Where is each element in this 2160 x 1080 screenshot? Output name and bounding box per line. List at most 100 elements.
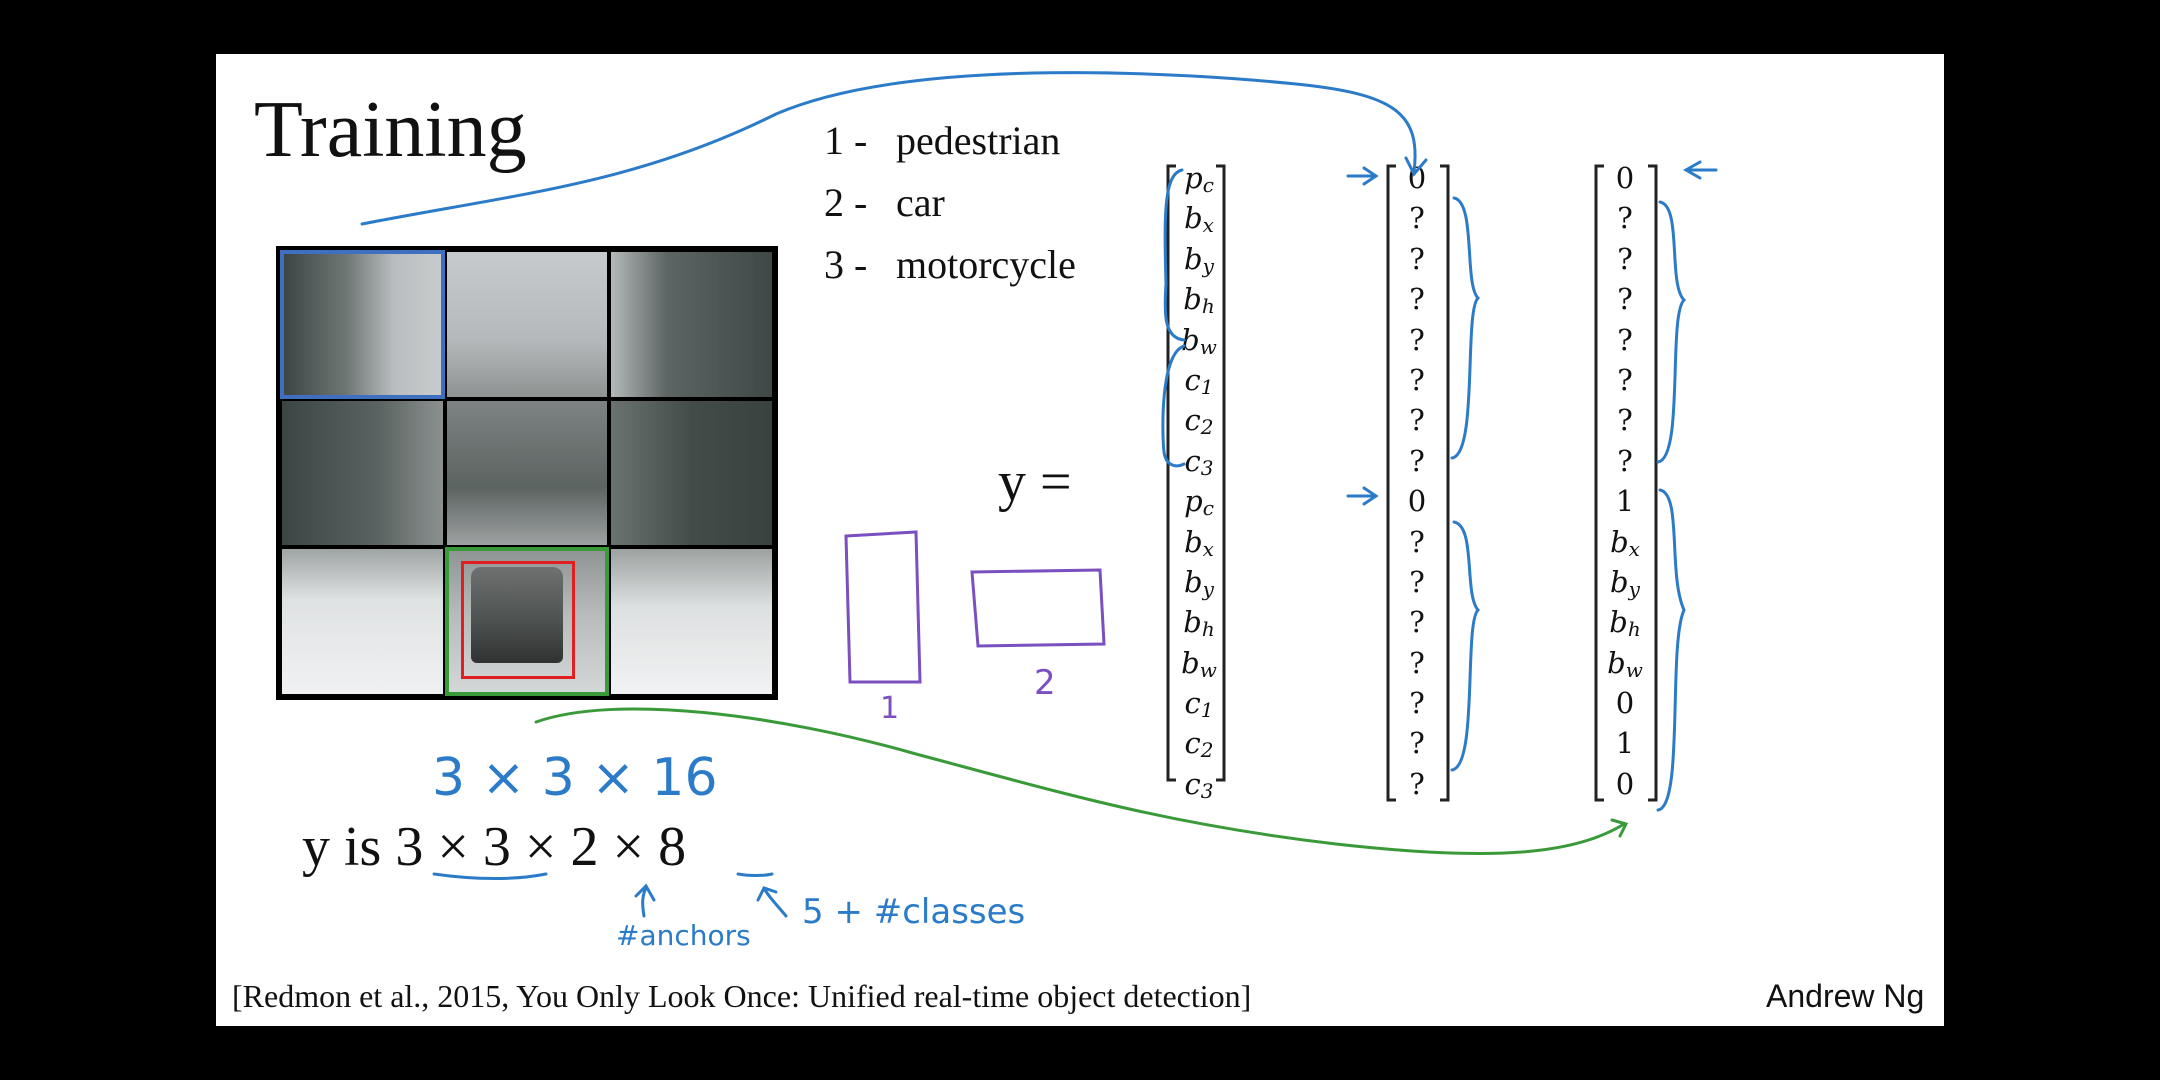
author: Andrew Ng <box>1766 978 1925 1014</box>
arrow-classes <box>756 886 788 918</box>
vector-entry: bh <box>1609 605 1641 642</box>
vector-entry: ? <box>1409 605 1425 640</box>
vector-entry: c1 <box>1184 686 1214 723</box>
bracket-left-def <box>1166 164 1176 782</box>
vector-entry: by <box>1184 564 1214 601</box>
green-ink <box>534 707 1629 855</box>
grid-cell-with-car <box>444 547 610 696</box>
class-item: 1 -pedestrian <box>824 118 1061 163</box>
arrow-pc-2 <box>1346 486 1379 506</box>
bracket-right-ex2 <box>1648 164 1658 802</box>
citation: [Redmon et al., 2015, You Only Look Once… <box>232 978 1252 1014</box>
grid-cell <box>609 250 774 399</box>
vector-entry: ? <box>1617 322 1633 357</box>
vector-entry: c3 <box>1184 443 1214 480</box>
brace-ex2-bottom <box>1656 488 1686 812</box>
output-shape: y is 3 × 3 × 2 × 8 <box>302 816 687 878</box>
bracket-left-ex2 <box>1594 164 1604 802</box>
arrow-title-to-vector <box>360 71 1417 226</box>
vector-entry: ? <box>1409 524 1425 559</box>
vector-entry: 0 <box>1407 484 1427 519</box>
brace-classes <box>1161 344 1186 468</box>
vector-entry: 0 <box>1615 686 1635 721</box>
vector-entry: bh <box>1183 605 1215 642</box>
vector-entry: ? <box>1409 241 1425 276</box>
vector-entry: bh <box>1183 282 1215 319</box>
vector-entry: ? <box>1409 645 1425 680</box>
vector-entry: c1 <box>1184 362 1214 399</box>
example-vector-1: 0???????0??????? <box>1390 158 1444 804</box>
car <box>470 567 563 664</box>
vector-entry: c2 <box>1184 726 1214 763</box>
class-list: 1 -pedestrian 2 -car 3 -motorcycle <box>824 110 1076 296</box>
vector-entry: c3 <box>1184 766 1214 803</box>
underline-8 <box>736 872 774 877</box>
anchor-boxes <box>844 530 1106 684</box>
vector-entry: ? <box>1409 362 1425 397</box>
arrow-car-to-vector <box>534 707 1626 855</box>
vector-entry: 1 <box>1615 726 1635 761</box>
vector-entry: ? <box>1617 362 1633 397</box>
grid-cell <box>609 398 774 548</box>
arrow-pc-1 <box>1346 166 1379 186</box>
vector-entry: c2 <box>1184 403 1214 440</box>
vector-entry: 0 <box>1615 766 1635 801</box>
vector-brackets <box>1166 164 1658 802</box>
road-image-grid <box>276 246 778 700</box>
handwritten-dims: 3 × 3 × 16 <box>432 748 718 808</box>
brace-ex1-top <box>1450 196 1481 460</box>
vector-entry: ? <box>1409 322 1425 357</box>
vector-entry: ? <box>1409 443 1425 478</box>
annotation-layer <box>360 71 1718 918</box>
vector-entry: ? <box>1409 686 1425 721</box>
vector-entry: ? <box>1617 403 1633 438</box>
vector-entry: ? <box>1617 241 1633 276</box>
class-item: 3 -motorcycle <box>824 242 1076 287</box>
vector-entry: ? <box>1409 766 1425 801</box>
grid-cell <box>280 250 445 399</box>
y-equals: y = <box>998 451 1072 513</box>
vector-entry: bx <box>1184 524 1214 561</box>
underline-3x3 <box>432 872 548 880</box>
slide-title: Training <box>254 86 527 174</box>
vector-entry: bw <box>1607 645 1643 682</box>
bracket-right-def <box>1216 164 1226 782</box>
brace-ex1-bottom <box>1450 520 1481 772</box>
grid-cell <box>609 547 774 696</box>
vector-entry: by <box>1184 241 1214 278</box>
bracket-left-ex1 <box>1386 164 1396 802</box>
grid-cell <box>280 398 445 548</box>
vector-entry: bw <box>1181 322 1217 359</box>
vector-entry: ? <box>1409 726 1425 761</box>
vector-entry: ? <box>1409 201 1425 236</box>
car-bounding-box <box>460 561 575 680</box>
vector-entry: ? <box>1617 443 1633 478</box>
anchor-box-2 <box>970 568 1106 648</box>
vector-entry: ? <box>1617 282 1633 317</box>
class-item: 2 -car <box>824 180 945 225</box>
arrow-head <box>1404 156 1428 177</box>
grid-cell <box>280 547 445 696</box>
grid-cell <box>444 250 610 399</box>
vector-entry: ? <box>1409 282 1425 317</box>
vector-entry: ? <box>1409 403 1425 438</box>
vector-entry: by <box>1610 564 1640 601</box>
handwritten-anchors: #anchors <box>616 919 751 952</box>
anchor-box-1-label: 1 <box>880 691 900 726</box>
brace-box-params <box>1163 168 1186 342</box>
anchor-box-2-label: 2 <box>1034 663 1056 703</box>
vector-entry: bx <box>1610 524 1640 561</box>
vector-entry: ? <box>1617 201 1633 236</box>
brace-ex2-top <box>1656 200 1687 464</box>
anchor-box-1 <box>844 530 922 684</box>
arrow-head-green <box>1610 818 1629 838</box>
vector-entry: 0 <box>1615 161 1635 195</box>
slide: Training 1 -pedestrian 2 -car 3 -motorcy… <box>216 54 1944 1026</box>
arrow-anchors <box>634 883 656 918</box>
vector-entry: pc <box>1184 161 1214 197</box>
handwritten-5-plus-classes: 5 + #classes <box>802 892 1026 932</box>
vector-entry: ? <box>1409 564 1425 599</box>
vector-entry: bw <box>1181 645 1217 682</box>
